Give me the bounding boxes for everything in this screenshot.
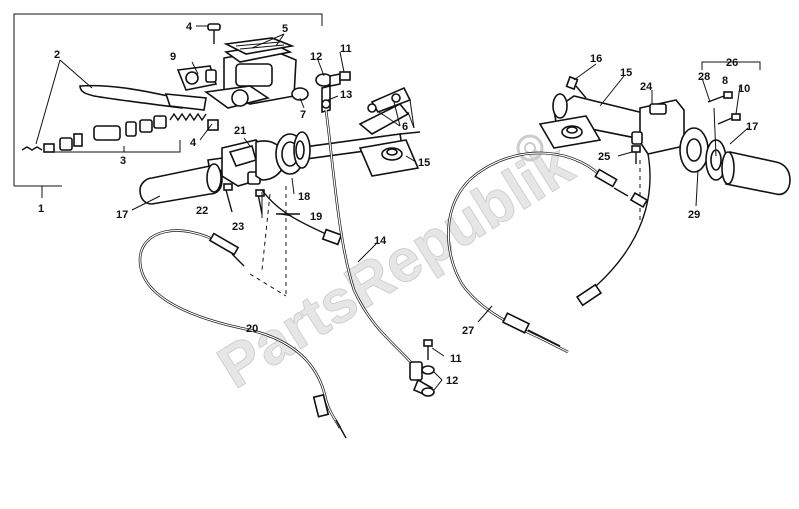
piston-kit — [21, 112, 207, 153]
callout-29: 29 — [688, 209, 700, 221]
callout-1: 1 — [38, 203, 44, 215]
callout-28: 28 — [698, 71, 710, 83]
right-grip — [721, 151, 791, 196]
callout-12-bottom: 12 — [446, 375, 458, 387]
callout-26: 26 — [726, 57, 738, 69]
callout-19: 19 — [310, 211, 322, 223]
callout-13: 13 — [340, 89, 352, 101]
callout-17-right: 17 — [746, 121, 758, 133]
screw-4-top — [207, 23, 221, 44]
clamp-9 — [176, 65, 218, 91]
screws-8-10 — [707, 91, 741, 125]
callout-10: 10 — [738, 83, 750, 95]
handlebar-riser-15-left — [358, 139, 420, 177]
callout-6: 6 — [402, 121, 408, 133]
banjo-fitting-top — [315, 71, 351, 114]
callout-7: 7 — [300, 109, 306, 121]
throttle-pulley — [679, 127, 727, 181]
callout-16: 16 — [590, 53, 602, 65]
callout-17-left: 17 — [116, 209, 128, 221]
callout-12-top: 12 — [310, 51, 322, 63]
throttle-cable-27 — [447, 151, 629, 354]
left-switch-housing — [221, 131, 311, 187]
callout-4-top: 4 — [186, 21, 193, 33]
callout-25: 25 — [598, 151, 610, 163]
callout-23: 23 — [232, 221, 244, 233]
callout-27: 27 — [462, 325, 474, 337]
reservoir-cap — [223, 37, 295, 55]
callout-4-bottom: 4 — [190, 137, 197, 149]
callout-18: 18 — [298, 191, 310, 203]
assembly-26-bracket — [701, 61, 761, 70]
callout-11-bottom: 11 — [450, 353, 462, 365]
screw-23 — [255, 189, 265, 215]
screw-22 — [223, 183, 233, 213]
callout-20: 20 — [246, 323, 258, 335]
brake-lever — [79, 84, 207, 111]
callout-2: 2 — [54, 49, 60, 61]
screw-25 — [631, 145, 641, 164]
callout-9: 9 — [170, 51, 176, 63]
leader-dashed — [249, 160, 641, 297]
callout-3: 3 — [120, 155, 126, 167]
callouts: 1 2 3 4 4 5 6 7 8 9 10 11 11 12 12 13 14… — [38, 21, 758, 387]
cable-20 — [138, 229, 347, 439]
assembly-1-bracket — [13, 13, 323, 198]
callout-14: 14 — [374, 235, 387, 247]
brake-master-cylinder — [203, 43, 309, 109]
banjo-fitting-bottom — [421, 339, 435, 397]
callout-15-left: 15 — [418, 157, 430, 169]
callout-8: 8 — [722, 75, 728, 87]
left-grip — [139, 163, 223, 205]
leader-lines — [35, 25, 749, 391]
callout-11-top: 11 — [340, 43, 352, 55]
callout-22: 22 — [196, 205, 208, 217]
nut-4 — [207, 119, 219, 131]
callout-21: 21 — [234, 125, 246, 137]
callout-24: 24 — [640, 81, 653, 93]
handlebar-riser-15-right — [538, 115, 602, 149]
callout-5: 5 — [282, 23, 288, 35]
callout-15-right: 15 — [620, 67, 632, 79]
switch-wire-right — [575, 153, 651, 307]
